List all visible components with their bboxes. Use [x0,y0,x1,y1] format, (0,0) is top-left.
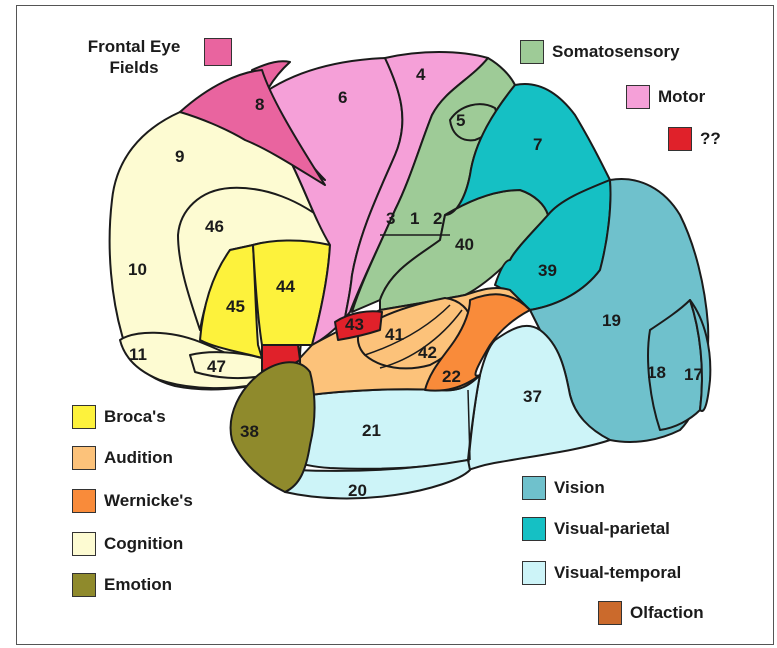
swatch-frontal-eye-fields [204,38,232,66]
label-6: 6 [338,88,347,107]
label-40: 40 [455,235,474,254]
legend-audition-label: Audition [104,448,173,468]
label-21: 21 [362,421,381,440]
label-46: 46 [205,217,224,236]
label-3: 3 [386,209,395,228]
swatch-olfaction [598,601,622,625]
legend-brocas-label: Broca's [104,407,166,427]
legend-olfaction: Olfaction [598,601,704,625]
label-42: 42 [418,343,437,362]
label-20: 20 [348,481,367,500]
legend-audition: Audition [72,446,173,470]
legend-motor: Motor [626,85,705,109]
label-5: 5 [456,111,465,130]
legend-frontal-eye-fields-label: Frontal Eye Fields [70,36,198,78]
legend-somatosensory-label: Somatosensory [552,42,680,62]
swatch-somatosensory [520,40,544,64]
label-7: 7 [533,135,542,154]
legend-visual-temporal: Visual-temporal [522,561,681,585]
label-4: 4 [416,65,426,84]
label-8: 8 [255,95,264,114]
label-11: 11 [129,345,147,364]
label-44: 44 [276,277,295,296]
legend-vision-label: Vision [554,478,605,498]
legend-somatosensory: Somatosensory [520,40,680,64]
legend-brocas: Broca's [72,405,166,429]
label-18: 18 [647,363,666,382]
swatch-vision [522,476,546,500]
swatch-wernickes [72,489,96,513]
label-47: 47 [207,357,226,376]
label-43: 43 [345,315,364,334]
label-41: 41 [385,325,404,344]
label-9: 9 [175,147,184,166]
legend-olfaction-label: Olfaction [630,603,704,623]
legend-wernickes: Wernicke's [72,489,193,513]
swatch-emotion [72,573,96,597]
legend-motor-label: Motor [658,87,705,107]
legend-visual-parietal-label: Visual-parietal [554,519,670,539]
label-1: 1 [410,209,419,228]
label-39: 39 [538,261,557,280]
label-17: 17 [684,365,703,384]
legend-wernickes-label: Wernicke's [104,491,193,511]
legend-unknown-label: ?? [700,129,721,149]
label-37: 37 [523,387,542,406]
label-19: 19 [602,311,621,330]
swatch-visual-parietal [522,517,546,541]
legend-emotion-label: Emotion [104,575,172,595]
swatch-visual-temporal [522,561,546,585]
swatch-cognition [72,532,96,556]
legend-emotion: Emotion [72,573,172,597]
label-10: 10 [128,260,147,279]
swatch-motor [626,85,650,109]
label-38: 38 [240,422,259,441]
legend-unknown: ?? [668,127,721,151]
legend-visual-temporal-label: Visual-temporal [554,563,681,583]
legend-cognition-label: Cognition [104,534,183,554]
swatch-brocas [72,405,96,429]
legend-visual-parietal: Visual-parietal [522,517,670,541]
swatch-unknown [668,127,692,151]
label-45: 45 [226,297,245,316]
swatch-audition [72,446,96,470]
legend-cognition: Cognition [72,532,183,556]
label-22: 22 [442,367,461,386]
label-2: 2 [433,209,442,228]
legend-vision: Vision [522,476,605,500]
